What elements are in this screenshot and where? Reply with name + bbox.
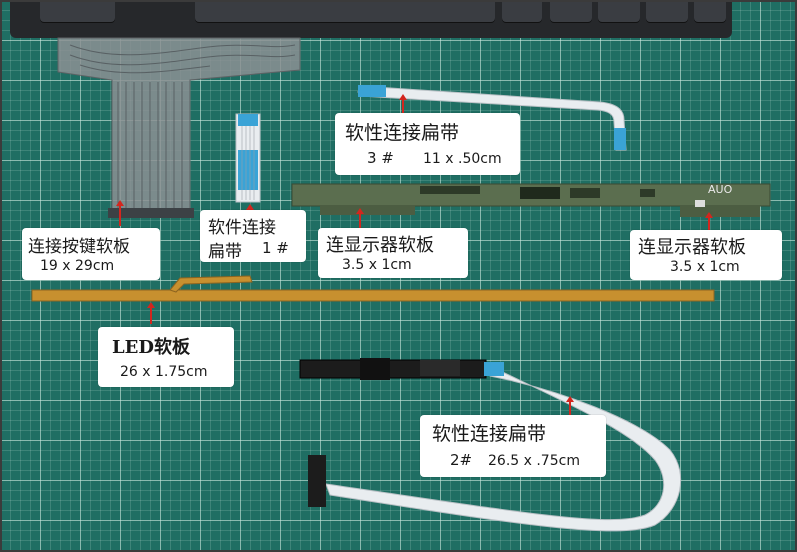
label-size: 26.5 x .75cm (488, 453, 580, 469)
label-title: 连接按键软板 (28, 237, 130, 257)
label-title: 连显示器软板 (638, 237, 746, 258)
label-number: 2# (450, 451, 473, 469)
ribbon-1 (235, 113, 261, 203)
arrow-ribbon-1 (246, 204, 254, 210)
arrow-stem (150, 308, 152, 324)
label-size: 26 x 1.75cm (120, 364, 208, 380)
label-title-line2: 扁带 (208, 242, 242, 262)
arrow-stem (402, 100, 404, 116)
ribbon-3 (357, 85, 627, 151)
label-size: 11 x .50cm (423, 151, 502, 167)
label-number: 1 # (262, 239, 289, 257)
arrow-led (147, 302, 155, 308)
label-led: LED软板 26 x 1.75cm (98, 327, 234, 387)
camera-board (299, 358, 487, 380)
label-size: 3.5 x 1cm (670, 259, 740, 275)
label-display-right: 连显示器软板 3.5 x 1cm (630, 230, 782, 280)
label-ribbon-1: 软件连接 扁带 1 # (200, 210, 306, 262)
arrow-stem (359, 214, 361, 228)
arrow-ribbon-3 (399, 94, 407, 100)
arrow-stem (569, 402, 571, 416)
keyboard-edge (10, 0, 732, 38)
ribbon-2 (308, 362, 682, 532)
arrow-stem (119, 206, 121, 226)
label-title: 连显示器软板 (326, 235, 434, 256)
label-title: LED软板 (112, 337, 190, 358)
arrow-ribbon-2 (566, 396, 574, 402)
label-ribbon-2: 软性连接扁带 2# 26.5 x .75cm (420, 415, 606, 477)
keyboard-flex-board (57, 37, 301, 218)
arrow-display-right (705, 212, 713, 218)
keyboard-key (694, 0, 726, 22)
label-number: 3 # (367, 149, 394, 167)
arrow-stem (708, 218, 710, 232)
label-size: 3.5 x 1cm (342, 257, 412, 273)
label-title: 软性连接扁带 (432, 423, 547, 445)
keyboard-spacebar (195, 0, 495, 22)
display-pcb (291, 183, 771, 217)
auo-marking: AUO (708, 183, 733, 196)
arrow-keyboard-board (116, 200, 124, 206)
label-title: 软件连接 (208, 218, 276, 238)
led-strip (31, 275, 715, 302)
label-ribbon-3: 软性连接扁带 3 # 11 x .50cm (335, 113, 520, 175)
arrow-display-left (356, 208, 364, 214)
keyboard-key (502, 0, 542, 22)
label-keyboard-board: 连接按键软板 19 x 29cm (22, 228, 160, 280)
label-title: 软性连接扁带 (345, 122, 460, 144)
keyboard-key (40, 0, 115, 22)
label-display-left: 连显示器软板 3.5 x 1cm (318, 228, 468, 278)
keyboard-key (598, 0, 640, 22)
label-size: 19 x 29cm (40, 258, 115, 274)
keyboard-key (646, 0, 688, 22)
keyboard-key (550, 0, 592, 22)
